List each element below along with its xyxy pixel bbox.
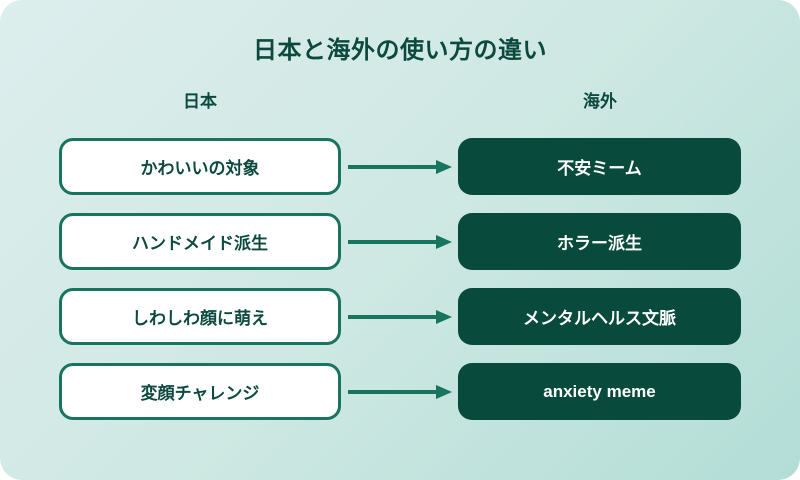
- arrow-right-icon: [341, 309, 458, 325]
- japan-usage-box: ハンドメイド派生: [59, 213, 341, 270]
- japan-usage-label: かわいいの対象: [140, 159, 260, 178]
- japan-usage-box: 変顔チャレンジ: [59, 363, 341, 420]
- japan-usage-label: しわしわ顔に萌え: [132, 309, 268, 328]
- comparison-row-2: ハンドメイド派生 ホラー派生: [59, 213, 741, 270]
- comparison-row-4: 変顔チャレンジ anxiety meme: [59, 363, 741, 420]
- overseas-usage-box: ホラー派生: [458, 213, 741, 270]
- overseas-usage-label: 不安ミーム: [557, 159, 642, 178]
- column-label-overseas: 海外: [583, 92, 617, 111]
- overseas-usage-label: anxiety meme: [543, 381, 656, 401]
- comparison-row-3: しわしわ顔に萌え メンタルヘルス文脈: [59, 288, 741, 345]
- comparison-row-1: かわいいの対象 不安ミーム: [59, 138, 741, 195]
- arrow-right-icon: [341, 159, 458, 175]
- overseas-usage-label: メンタルヘルス文脈: [523, 309, 676, 328]
- column-label-japan: 日本: [183, 92, 217, 111]
- overseas-usage-label: ホラー派生: [557, 234, 642, 253]
- japan-usage-box: しわしわ顔に萌え: [59, 288, 341, 345]
- overseas-usage-box: anxiety meme: [458, 363, 741, 420]
- page-title: 日本と海外の使い方の違い: [253, 37, 547, 64]
- overseas-usage-box: メンタルヘルス文脈: [458, 288, 741, 345]
- japan-usage-label: 変顔チャレンジ: [140, 384, 260, 403]
- overseas-usage-box: 不安ミーム: [458, 138, 741, 195]
- column-headers: 日本 海外: [0, 87, 800, 111]
- arrow-right-icon: [341, 384, 458, 400]
- japan-usage-label: ハンドメイド派生: [132, 234, 268, 253]
- japan-usage-box: かわいいの対象: [59, 138, 341, 195]
- arrow-right-icon: [341, 234, 458, 250]
- comparison-rows: かわいいの対象 不安ミーム ハンドメイド派生: [59, 138, 741, 420]
